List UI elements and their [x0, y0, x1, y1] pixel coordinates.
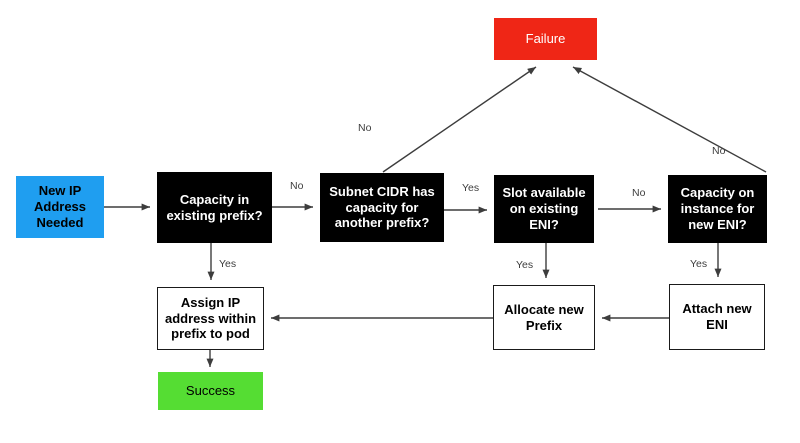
node-assign-ip-address-within-prefix-to-pod[interactable]: Assign IP address within prefix to pod	[157, 287, 264, 350]
edge-instance-no-to-failure	[572, 66, 767, 173]
node-label: Subnet CIDR has capacity for another pre…	[329, 183, 435, 231]
edge-label-instance-yes-to-attach: Yes	[690, 258, 708, 270]
node-new-ip-address-needed[interactable]: New IP Address Needed	[16, 176, 104, 238]
node-failure[interactable]: Failure	[494, 18, 597, 60]
node-label: Capacity on instance for new ENI?	[680, 185, 755, 232]
node-capacity-on-instance-for-new-eni[interactable]: Capacity on instance for new ENI?	[668, 175, 767, 243]
node-allocate-new-prefix[interactable]: Allocate new Prefix	[493, 285, 595, 350]
edge-label-instance-no-to-failure: No	[712, 145, 726, 157]
node-label: Attach new ENI	[682, 301, 752, 332]
edge-label-slot-no-to-capacity-instance: No	[632, 187, 646, 199]
node-label: Allocate new Prefix	[504, 301, 584, 333]
node-label: Slot available on existing ENI?	[502, 185, 586, 232]
edge-label-subnet-yes-to-slot: Yes	[462, 182, 480, 194]
node-success[interactable]: Success	[158, 372, 263, 410]
node-label: New IP Address Needed	[33, 183, 87, 230]
node-label: Success	[185, 383, 236, 399]
edge-label-slot-yes-to-allocate: Yes	[516, 259, 534, 271]
node-capacity-in-existing-prefix[interactable]: Capacity in existing prefix?	[157, 172, 272, 243]
node-label: Assign IP address within prefix to pod	[164, 294, 257, 342]
node-subnet-cidr-has-capacity[interactable]: Subnet CIDR has capacity for another pre…	[320, 173, 444, 242]
edge-label-subnet-no-to-failure: No	[358, 122, 372, 134]
edge-label-capacity-no-to-subnet: No	[290, 180, 304, 192]
edge-label-capacity-yes-to-assign: Yes	[219, 258, 237, 270]
node-slot-available-on-existing-eni[interactable]: Slot available on existing ENI?	[494, 175, 594, 243]
node-attach-new-eni[interactable]: Attach new ENI	[669, 284, 765, 350]
node-label: Failure	[525, 31, 566, 47]
node-label: Capacity in existing prefix?	[166, 191, 263, 223]
edge-subnet-no-to-failure	[382, 66, 537, 173]
